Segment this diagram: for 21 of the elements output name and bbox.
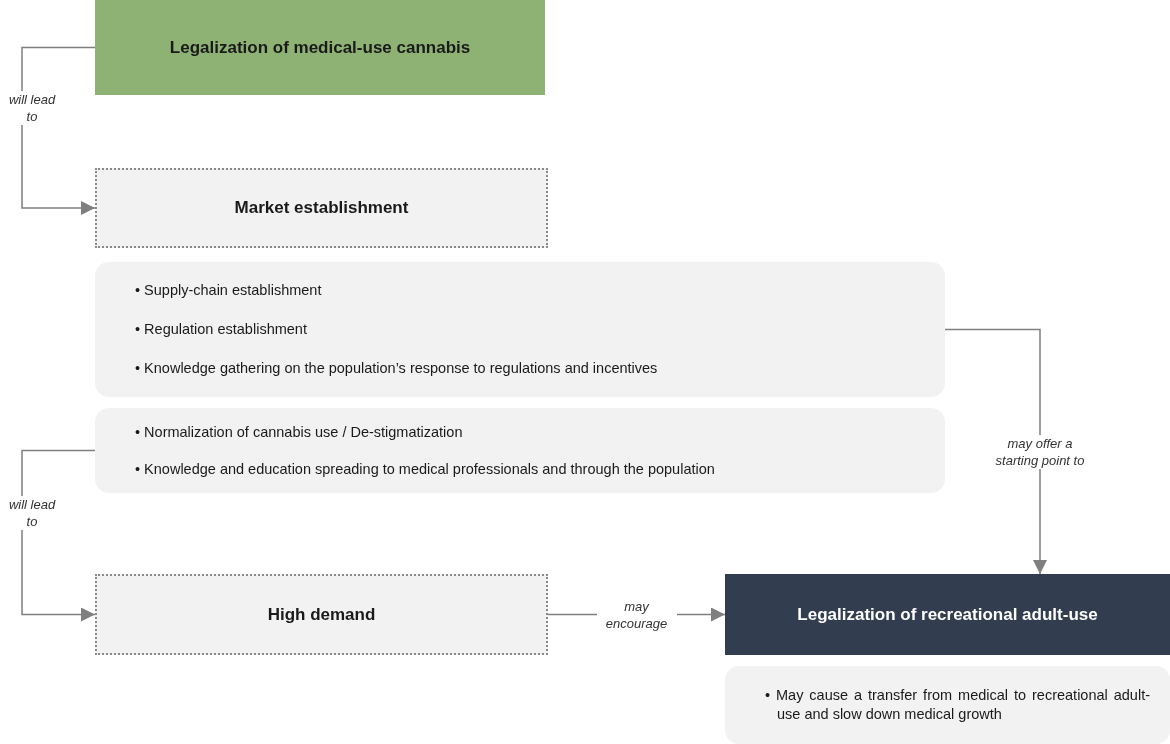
- outcome-box: [725, 574, 1170, 655]
- box-title: Legalization of recreational adult-use: [797, 604, 1098, 625]
- milestone-box: [95, 0, 545, 95]
- box-title: Legalization of medical-use cannabis: [169, 37, 471, 58]
- bullet-text: • Supply-chain establishment: [135, 281, 323, 300]
- bullet-text: • Regulation establishment: [135, 320, 308, 339]
- bullet-text: • May cause a transfer from medical to recreational adult-use and slow down medical growth: [765, 686, 1150, 724]
- edge-label: will lead to: [8, 495, 56, 530]
- bullet-panel: [95, 408, 945, 493]
- arrow: [21, 449, 96, 622]
- box-title: Market establishment: [234, 198, 409, 218]
- bullet-panel: [95, 262, 945, 397]
- bullet-text: • Normalization of cannabis use / De-stigmatization: [135, 422, 464, 442]
- arrow: [944, 328, 1047, 575]
- stage-box: [95, 574, 548, 655]
- box-title: High demand: [267, 604, 376, 625]
- bullet-text: • Knowledge and education spreading to medical professionals and through the population: [135, 459, 716, 479]
- edge-label: will lead to: [8, 91, 56, 126]
- bullet-text: • Knowledge gathering on the population’s response to regulations and incentives: [135, 359, 659, 378]
- arrow: [21, 46, 96, 215]
- stage-box: [95, 168, 548, 248]
